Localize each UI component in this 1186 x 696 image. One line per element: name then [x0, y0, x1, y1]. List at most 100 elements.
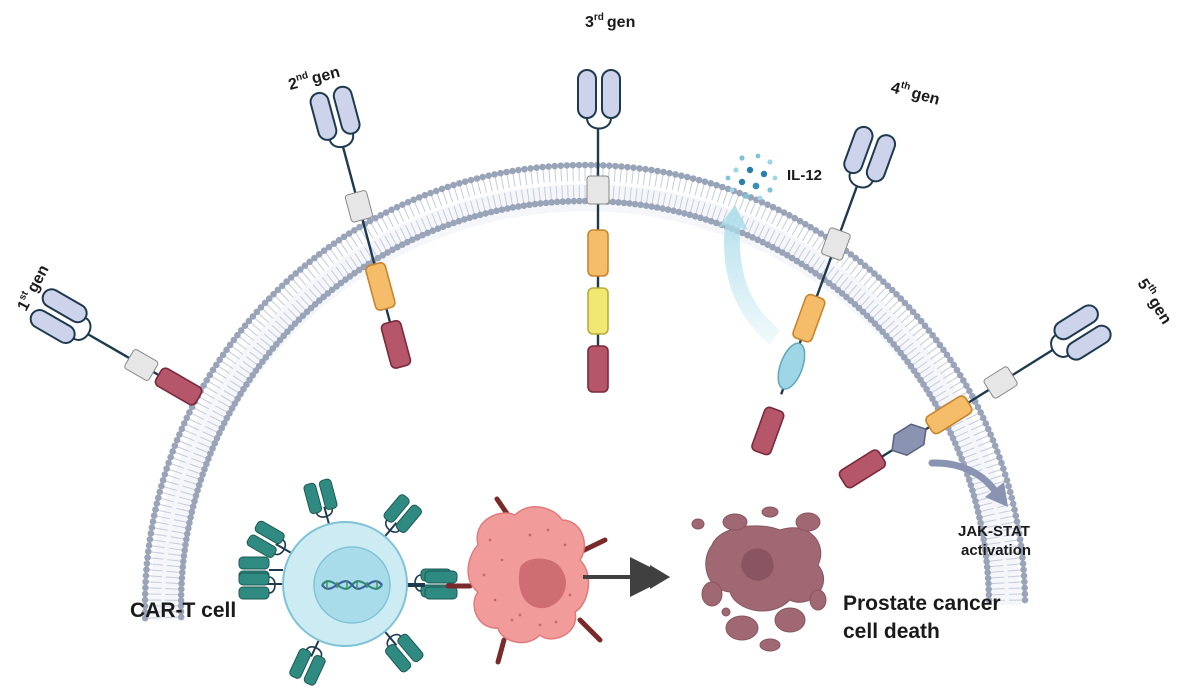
lipid-head-outer: [141, 608, 149, 616]
lipid-head-outer: [287, 274, 295, 281]
transmembrane-domain: [983, 366, 1018, 399]
lipid-head-inner: [424, 229, 431, 237]
lipid-head-inner: [707, 217, 715, 225]
car-gen-3: [577, 69, 621, 393]
lipid-head-inner: [980, 536, 987, 543]
lipid-head-outer: [456, 180, 463, 187]
lipid-head-outer: [145, 542, 153, 549]
lipid-head-outer: [545, 163, 552, 170]
lipid-head-inner: [974, 508, 982, 516]
lipid-head-inner: [984, 574, 992, 582]
lipid-head-outer: [758, 198, 766, 206]
lipid-head-inner: [226, 409, 233, 417]
lipid-head-outer: [1021, 596, 1029, 604]
car-gen-4: [751, 125, 897, 456]
scfv-heavy-domain: [1053, 304, 1099, 341]
lipid-head-outer: [875, 274, 883, 281]
lipid-head-inner: [981, 547, 989, 554]
lipid-head-outer: [393, 203, 401, 211]
tumor-cell-nucleus: [518, 558, 566, 609]
lipid-head-outer: [297, 266, 304, 273]
receptor-linker: [268, 576, 276, 594]
lipid-head-outer: [929, 331, 936, 339]
lipid-head-outer: [237, 327, 245, 334]
lipid-head-outer: [141, 590, 149, 598]
lipid-head-outer: [563, 162, 571, 169]
lipid-head-inner: [482, 210, 490, 217]
tumor-granule: [528, 533, 532, 537]
lipid-head-outer: [630, 164, 637, 171]
lipid-head-outer: [335, 236, 343, 244]
lipid-head-outer: [213, 361, 220, 369]
lipid-head-outer: [261, 299, 269, 307]
car-gen-5: [838, 304, 1112, 489]
lipid-head-outer: [587, 161, 595, 169]
lipid-head-outer: [330, 240, 338, 247]
receptor-linker: [386, 633, 402, 648]
scfv-linker: [848, 172, 874, 189]
lipid-head-outer: [156, 488, 164, 496]
tumor-granule: [482, 573, 486, 577]
lipid-head-outer: [432, 187, 440, 195]
lipid-head-outer: [497, 169, 504, 177]
lipid-head-outer: [880, 278, 887, 285]
lipid-head-outer: [223, 346, 230, 354]
lipid-head-outer: [382, 209, 390, 216]
lipid-head-outer: [1005, 482, 1012, 490]
lipid-head-outer: [485, 172, 492, 179]
lipid-head-inner: [220, 419, 228, 427]
lipid-head-outer: [479, 173, 487, 181]
lipid-head-outer: [1014, 524, 1022, 531]
tumor-granule: [563, 543, 567, 547]
lipid-head-inner: [199, 471, 206, 478]
lipid-head-outer: [807, 223, 814, 231]
lipid-head-outer: [569, 161, 577, 169]
lipid-head-outer: [672, 171, 679, 178]
lipid-head-outer: [666, 169, 673, 177]
lipid-head-outer: [203, 377, 210, 384]
lipid-head-outer: [320, 247, 328, 254]
lipid-head-outer: [998, 459, 1005, 467]
lipid-head-outer: [491, 171, 498, 178]
lipid-head-outer: [943, 351, 951, 359]
lipid-head-outer: [315, 251, 323, 258]
lipid-head-outer: [947, 356, 954, 364]
lipid-head-outer: [719, 183, 726, 191]
lipid-head-outer: [171, 442, 179, 450]
lipid-head-inner: [548, 199, 555, 206]
lipid-head-inner: [807, 266, 815, 274]
scfv-linker: [72, 316, 92, 341]
lipid-head-outer: [153, 500, 161, 508]
lipid-head-outer: [812, 227, 820, 234]
lipid-head-inner: [178, 574, 186, 582]
lipid-head-outer: [173, 436, 181, 444]
lipid-head-outer: [940, 346, 947, 354]
lipid-head-inner: [559, 198, 567, 205]
lipid-head-inner: [493, 207, 500, 215]
lipid-head-inner: [223, 414, 231, 422]
lipid-head-inner: [686, 211, 694, 219]
car-t-cell-label: CAR-T cell: [130, 599, 236, 622]
lipid-head-inner: [793, 257, 801, 265]
lipid-head-outer: [960, 377, 967, 384]
lipid-head-outer: [888, 286, 896, 294]
lipid-head-outer: [345, 230, 353, 237]
il12-particle: [746, 166, 754, 174]
lipid-head-inner: [439, 223, 447, 231]
lipid-head-inner: [504, 205, 511, 212]
lipid-head-inner: [784, 252, 791, 259]
lipid-head-inner: [460, 216, 468, 223]
lipid-head-inner: [956, 450, 963, 457]
lipid-head-inner: [798, 260, 805, 268]
lipid-head-outer: [253, 308, 261, 316]
lipid-head-inner: [984, 569, 991, 576]
lipid-head-outer: [427, 189, 434, 197]
lipid-head-inner: [978, 525, 985, 532]
lipid-head-outer: [265, 295, 273, 302]
lipid-head-outer: [1015, 530, 1023, 537]
kill-arrow-head: [650, 565, 670, 589]
receptor-domain-a: [238, 586, 270, 600]
lipid-head-inner: [626, 200, 633, 207]
lipid-head-inner: [211, 440, 219, 447]
